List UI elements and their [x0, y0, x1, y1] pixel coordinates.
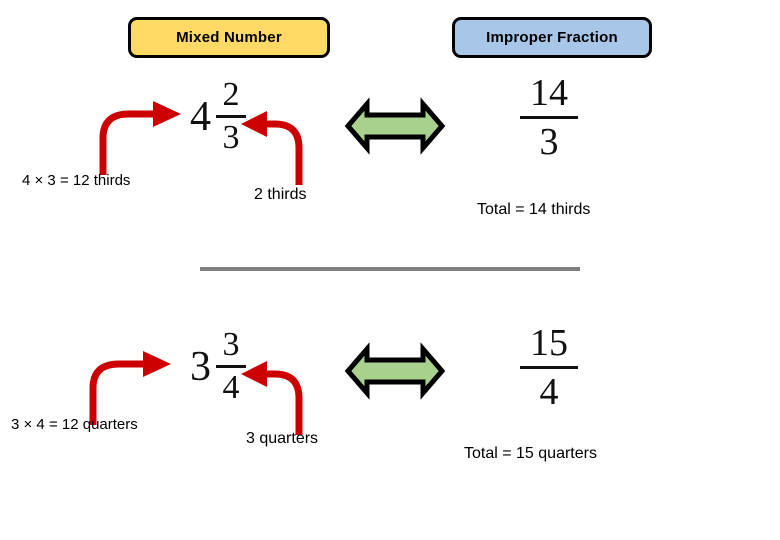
header-pill-improper-fraction-label: Improper Fraction [486, 29, 618, 46]
improper-fraction-numerator-top: 14 [530, 72, 568, 114]
red-curved-arrow-multiply-bottom [89, 351, 171, 425]
annotation-part-top: 2 thirds [254, 186, 307, 203]
fraction-bar [520, 366, 578, 369]
improper-fraction-numerator-bottom: 15 [530, 322, 568, 364]
annotation-multiply-top: 4 × 3 = 12 thirds [22, 172, 131, 189]
mixed-number-denominator-bottom: 4 [222, 369, 240, 406]
annotation-total-bottom: Total = 15 quarters [464, 445, 597, 462]
mixed-number-numerator-bottom: 3 [222, 326, 240, 363]
fraction-bar [520, 116, 578, 119]
green-double-arrow-equivalence-bottom [344, 342, 446, 400]
mixed-number-denominator-top: 3 [222, 119, 240, 156]
mixed-number-fraction-bottom: 3 4 [216, 328, 246, 405]
annotation-multiply-bottom: 3 × 4 = 12 quarters [11, 416, 138, 433]
red-curved-arrow-part-top [241, 111, 303, 185]
mixed-number-expression-top: 4 2 3 [190, 78, 246, 155]
header-pill-mixed-number-label: Mixed Number [176, 29, 282, 46]
mixed-number-whole-top: 4 [190, 93, 211, 140]
mixed-number-fraction-top: 2 3 [216, 78, 246, 155]
annotation-total-top: Total = 14 thirds [477, 201, 591, 218]
mixed-number-whole-bottom: 3 [190, 343, 211, 390]
green-double-arrow-equivalence-top [344, 97, 446, 155]
section-divider [200, 267, 580, 271]
improper-fraction-top: 14 3 [520, 74, 578, 161]
mixed-number-expression-bottom: 3 3 4 [190, 328, 246, 405]
header-pill-mixed-number: Mixed Number [128, 17, 330, 58]
red-curved-arrow-multiply-top [99, 101, 181, 175]
fraction-bar [216, 365, 246, 368]
fraction-bar [216, 115, 246, 118]
header-pill-improper-fraction: Improper Fraction [452, 17, 652, 58]
improper-fraction-denominator-top: 3 [539, 121, 559, 163]
annotation-part-bottom: 3 quarters [246, 430, 319, 447]
improper-fraction-bottom: 15 4 [520, 324, 578, 411]
red-curved-arrow-part-bottom [241, 361, 303, 435]
mixed-number-numerator-top: 2 [222, 76, 240, 113]
improper-fraction-denominator-bottom: 4 [539, 371, 559, 413]
